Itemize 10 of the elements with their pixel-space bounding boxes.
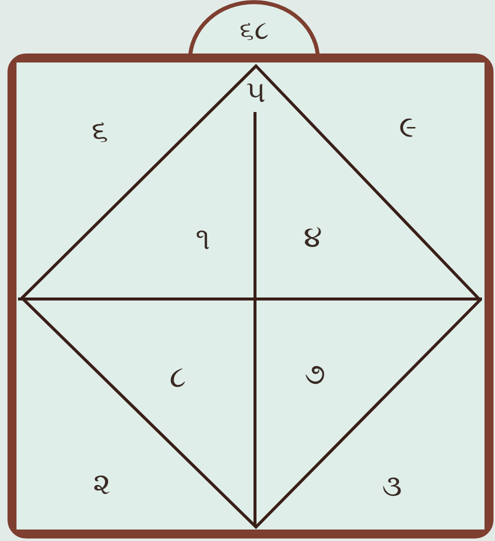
arc-number: ૬૮ <box>240 18 268 44</box>
region-number: ૫ <box>246 78 266 108</box>
region-number: ૮ <box>170 363 186 393</box>
region-number: ૪ <box>304 223 322 253</box>
region-number: ૭ <box>304 360 326 390</box>
region-number: ૯ <box>399 113 417 143</box>
region-number: ૩ <box>382 472 402 502</box>
region-number: ૨ <box>93 470 111 500</box>
region-number: ૧ <box>196 225 210 255</box>
region-number: ૬ <box>92 117 108 147</box>
